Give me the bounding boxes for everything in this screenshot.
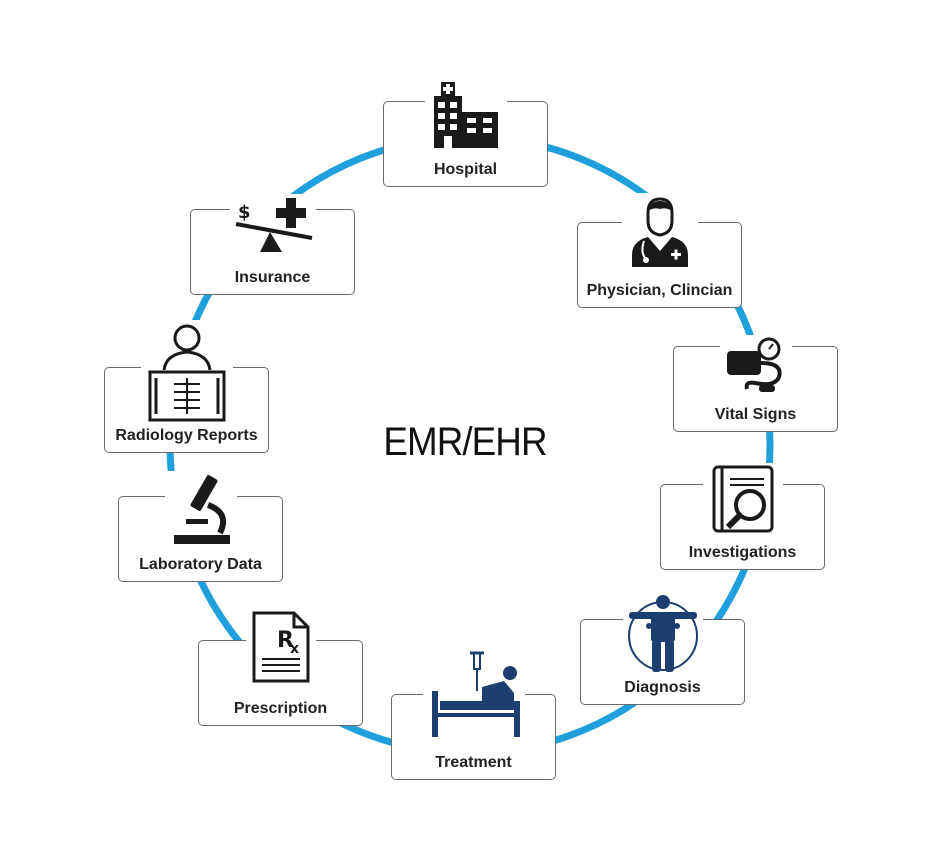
- node-physician: Physician, Clincian: [577, 193, 742, 308]
- node-hospital: Hospital: [383, 80, 548, 187]
- center-title: EMR/EHR: [383, 420, 547, 464]
- node-vital-signs: Vital Signs: [673, 335, 838, 432]
- node-radiology-reports: Radiology Reports: [104, 320, 269, 453]
- node-treatment: Treatment: [391, 649, 556, 780]
- node-label-investigations: Investigations: [688, 544, 797, 561]
- blood-pressure-icon: [719, 335, 792, 395]
- node-investigations: Investigations: [660, 463, 825, 570]
- node-label-diagnosis: Diagnosis: [624, 679, 701, 696]
- node-diagnosis: Diagnosis: [580, 594, 745, 705]
- node-label-vital-signs: Vital Signs: [714, 406, 797, 423]
- node-label-prescription: Prescription: [233, 700, 328, 717]
- svg-text:R: R: [277, 628, 294, 653]
- node-label-treatment: Treatment: [435, 754, 512, 771]
- node-insurance: $ Insurance: [190, 194, 355, 295]
- node-label-laboratory-data: Laboratory Data: [139, 556, 262, 573]
- insurance-balance-icon: $: [229, 194, 316, 254]
- body-scan-icon: [622, 594, 703, 674]
- microscope-icon: [164, 471, 237, 545]
- node-label-hospital: Hospital: [433, 161, 498, 178]
- node-laboratory-data: Laboratory Data: [118, 471, 283, 582]
- physician-icon: [621, 193, 698, 267]
- hospital-bed-icon: [422, 649, 525, 741]
- hospital-icon: [424, 80, 507, 148]
- prescription-icon: R x: [245, 605, 316, 685]
- svg-text:$: $: [238, 202, 251, 223]
- node-label-radiology-reports: Radiology Reports: [115, 427, 258, 444]
- svg-text:x: x: [290, 641, 299, 657]
- node-label-physician: Physician, Clincian: [586, 282, 733, 299]
- node-prescription: R x Prescription: [198, 605, 363, 726]
- node-label-insurance: Insurance: [234, 269, 311, 286]
- investigation-icon: [702, 463, 783, 535]
- xray-icon: [140, 320, 233, 424]
